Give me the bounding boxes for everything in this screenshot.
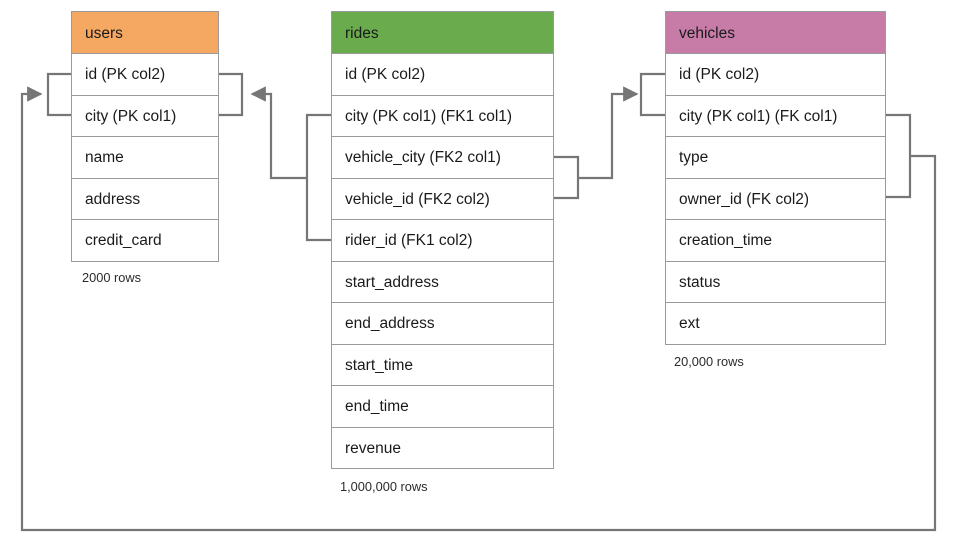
field-users-name[interactable]: name: [71, 137, 219, 179]
entity-vehicles-header: vehicles: [665, 11, 886, 54]
field-rides-rider-id[interactable]: rider_id (FK1 col2): [331, 220, 554, 262]
field-rides-vehicle-id[interactable]: vehicle_id (FK2 col2): [331, 178, 554, 220]
field-rides-revenue[interactable]: revenue: [331, 427, 554, 469]
field-users-city[interactable]: city (PK col1): [71, 95, 219, 137]
rides-fk2-bracket: [554, 155, 580, 200]
entity-users[interactable]: users id (PK col2) city (PK col1) name a…: [71, 11, 219, 262]
users-pk-bracket-right: [219, 72, 244, 117]
field-rides-start-address[interactable]: start_address: [331, 261, 554, 303]
entity-rides[interactable]: rides id (PK col2) city (PK col1) (FK1 c…: [331, 11, 554, 469]
field-users-address[interactable]: address: [71, 178, 219, 220]
vehicles-fk-bracket: [886, 113, 912, 199]
users-row-count: 2000 rows: [82, 270, 142, 285]
vehicles-pk-bracket: [639, 72, 665, 117]
field-vehicles-creation-time[interactable]: creation_time: [665, 220, 886, 262]
field-vehicles-city[interactable]: city (PK col1) (FK col1): [665, 95, 886, 137]
vehicles-row-count: 20,000 rows: [674, 354, 744, 369]
rides-fk1-bracket: [305, 113, 331, 242]
field-vehicles-status[interactable]: status: [665, 261, 886, 303]
entity-users-header: users: [71, 11, 219, 54]
field-rides-end-time[interactable]: end_time: [331, 386, 554, 428]
field-vehicles-id[interactable]: id (PK col2): [665, 54, 886, 96]
field-users-id[interactable]: id (PK col2): [71, 54, 219, 96]
entity-rides-header: rides: [331, 11, 554, 54]
users-pk-bracket: [46, 72, 71, 117]
entity-vehicles[interactable]: vehicles id (PK col2) city (PK col1) (FK…: [665, 11, 886, 345]
field-rides-end-address[interactable]: end_address: [331, 303, 554, 345]
field-rides-start-time[interactable]: start_time: [331, 344, 554, 386]
edge-rides-fk2-to-vehicles: [578, 86, 639, 180]
edge-rides-fk1-to-users: [250, 86, 307, 180]
field-rides-vehicle-city[interactable]: vehicle_city (FK2 col1): [331, 137, 554, 179]
field-vehicles-ext[interactable]: ext: [665, 303, 886, 345]
field-vehicles-type[interactable]: type: [665, 137, 886, 179]
field-vehicles-owner-id[interactable]: owner_id (FK col2): [665, 178, 886, 220]
field-rides-id[interactable]: id (PK col2): [331, 54, 554, 96]
rides-row-count: 1,000,000 rows: [340, 479, 428, 494]
field-rides-city[interactable]: city (PK col1) (FK1 col1): [331, 95, 554, 137]
field-users-credit-card[interactable]: credit_card: [71, 220, 219, 262]
